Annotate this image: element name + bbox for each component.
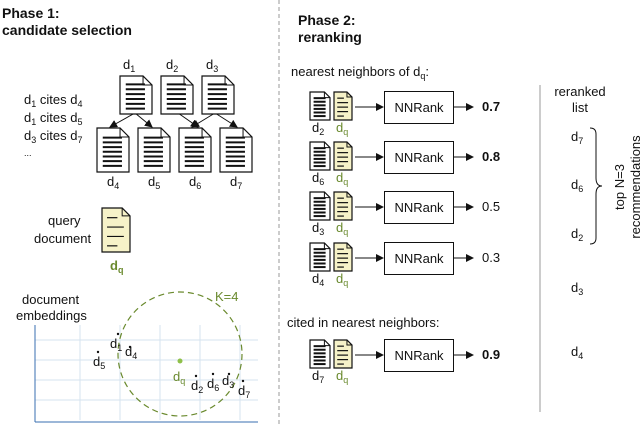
nnrank-box: NNRank bbox=[384, 339, 454, 372]
reranked-item: d4 bbox=[571, 344, 584, 362]
query-document-icon bbox=[333, 141, 353, 171]
doc-label: d3 bbox=[206, 57, 219, 75]
cite-ellipsis: ... bbox=[24, 148, 32, 158]
phase2-subtitle: reranking bbox=[298, 29, 362, 45]
row-doc-label: d6 bbox=[312, 170, 325, 188]
document-icon bbox=[96, 127, 130, 173]
row-score: 0.8 bbox=[482, 149, 501, 164]
document-icon bbox=[137, 127, 171, 173]
document-icon bbox=[309, 91, 331, 121]
document-icon bbox=[219, 127, 253, 173]
embeddings-label: document bbox=[22, 292, 80, 307]
document-icon bbox=[119, 75, 153, 115]
doc-label: d4 bbox=[107, 174, 120, 192]
row-doc-label: d4 bbox=[312, 271, 325, 289]
query-point bbox=[177, 358, 183, 364]
cited-header: cited in nearest neighbors: bbox=[287, 315, 440, 330]
doc-label: d1 bbox=[123, 57, 136, 75]
doc-label: d7 bbox=[230, 174, 243, 192]
point-label: d7 bbox=[238, 383, 251, 401]
nnrank-box: NNRank bbox=[384, 91, 454, 124]
phase2-title: Phase 2: bbox=[298, 12, 356, 28]
query-document-icon bbox=[101, 207, 131, 253]
point-label: d5 bbox=[93, 354, 106, 372]
point-label: dq bbox=[173, 369, 186, 387]
query-doc-label: dq bbox=[110, 258, 124, 276]
document-icon bbox=[309, 191, 331, 221]
query-label: document bbox=[34, 231, 92, 246]
phase1-title: Phase 1: bbox=[2, 5, 60, 21]
top-n-bracket bbox=[589, 127, 603, 245]
row-doc-label: d3 bbox=[312, 220, 325, 238]
reranked-title: list bbox=[572, 100, 588, 115]
document-icon bbox=[309, 242, 331, 272]
nnrank-box: NNRank bbox=[384, 141, 454, 174]
nnrank-box: NNRank bbox=[384, 242, 454, 275]
row-score: 0.9 bbox=[482, 347, 501, 362]
row-score: 0.5 bbox=[482, 199, 501, 214]
row-doc-label: d7 bbox=[312, 368, 325, 386]
point-label: d4 bbox=[125, 344, 138, 362]
row-query-label: dq bbox=[336, 120, 349, 138]
doc-label: d5 bbox=[148, 174, 161, 192]
query-document-icon bbox=[333, 191, 353, 221]
embeddings-label: embeddings bbox=[16, 308, 87, 323]
row-query-label: dq bbox=[336, 368, 349, 386]
reranked-item: d3 bbox=[571, 280, 584, 298]
phase1-subtitle: candidate selection bbox=[2, 22, 132, 38]
row-query-label: dq bbox=[336, 271, 349, 289]
k-radius-circle bbox=[117, 291, 243, 417]
reranked-item: d2 bbox=[571, 226, 584, 244]
reranked-item: d6 bbox=[571, 177, 584, 195]
query-document-icon bbox=[333, 91, 353, 121]
nnrank-box: NNRank bbox=[384, 191, 454, 224]
document-icon bbox=[160, 75, 194, 115]
document-icon bbox=[309, 141, 331, 171]
point-label: d1 bbox=[110, 336, 123, 354]
point-label: d2 bbox=[191, 378, 204, 396]
doc-label: d6 bbox=[189, 174, 202, 192]
k-label: K=4 bbox=[215, 289, 239, 304]
point-label: d3 bbox=[222, 373, 235, 391]
row-doc-label: d2 bbox=[312, 120, 325, 138]
citation-arrows bbox=[109, 112, 238, 128]
nn-header: nearest neighbors of dq: bbox=[291, 64, 430, 82]
query-document-icon bbox=[333, 242, 353, 272]
query-document-icon bbox=[333, 339, 353, 369]
cite-line: d3 cites d7 bbox=[24, 128, 83, 146]
embedding-plot bbox=[34, 291, 258, 423]
top-n-label: top N=3 bbox=[612, 164, 627, 210]
row-score: 0.7 bbox=[482, 99, 501, 114]
cite-line: d1 cites d4 bbox=[24, 92, 83, 110]
document-icon bbox=[178, 127, 212, 173]
reranked-item: d7 bbox=[571, 129, 584, 147]
phase2-arrows bbox=[355, 103, 474, 359]
reranked-title: reranked bbox=[554, 84, 606, 99]
point-label: d6 bbox=[207, 376, 220, 394]
cite-line: d1 cites d5 bbox=[24, 110, 83, 128]
row-query-label: dq bbox=[336, 170, 349, 188]
document-icon bbox=[309, 339, 331, 369]
row-score: 0.3 bbox=[482, 250, 501, 265]
top-n-label: recommendations bbox=[628, 135, 640, 239]
query-label: query bbox=[48, 213, 81, 228]
doc-label: d2 bbox=[166, 57, 179, 75]
document-icon bbox=[201, 75, 235, 115]
row-query-label: dq bbox=[336, 220, 349, 238]
